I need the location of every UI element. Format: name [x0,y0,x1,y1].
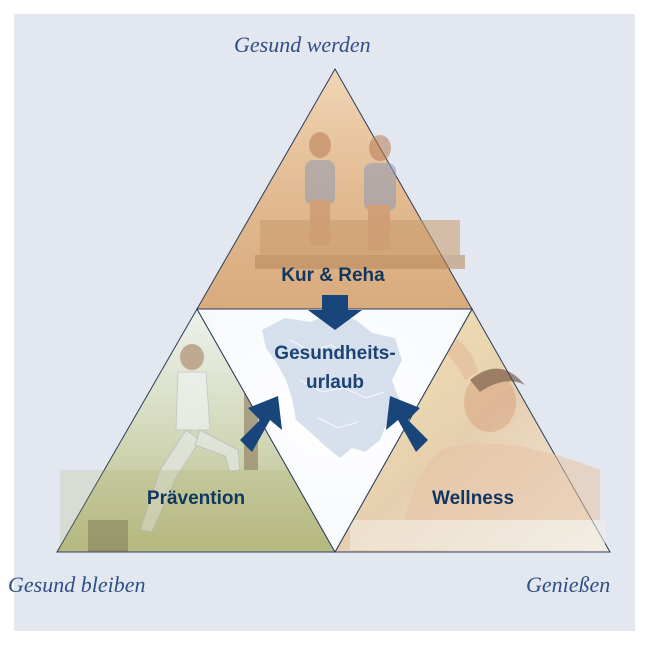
arrow-from-right-icon [386,396,428,452]
center-label-line1: Gesundheits- [274,343,395,364]
sector-label-praevention: Prävention [147,488,245,509]
sector-label-wellness: Wellness [432,488,514,509]
stretching-photo-figure [60,344,330,552]
block-arrow-icon [240,295,428,452]
center-label-line2: urlaub [306,372,364,393]
sector-kur-reha [196,67,473,310]
sector-praevention [56,307,336,553]
arrow-down-icon [308,295,362,330]
caption-geniessen: Genießen [526,572,611,597]
arrow-from-left-icon [240,396,282,452]
sector-label-kur-reha: Kur & Reha [281,265,385,286]
caption-gesund-werden: Gesund werden [234,32,371,57]
caption-gesund-bleiben: Gesund bleiben [8,572,146,597]
sauna-photo-figures [255,132,465,269]
